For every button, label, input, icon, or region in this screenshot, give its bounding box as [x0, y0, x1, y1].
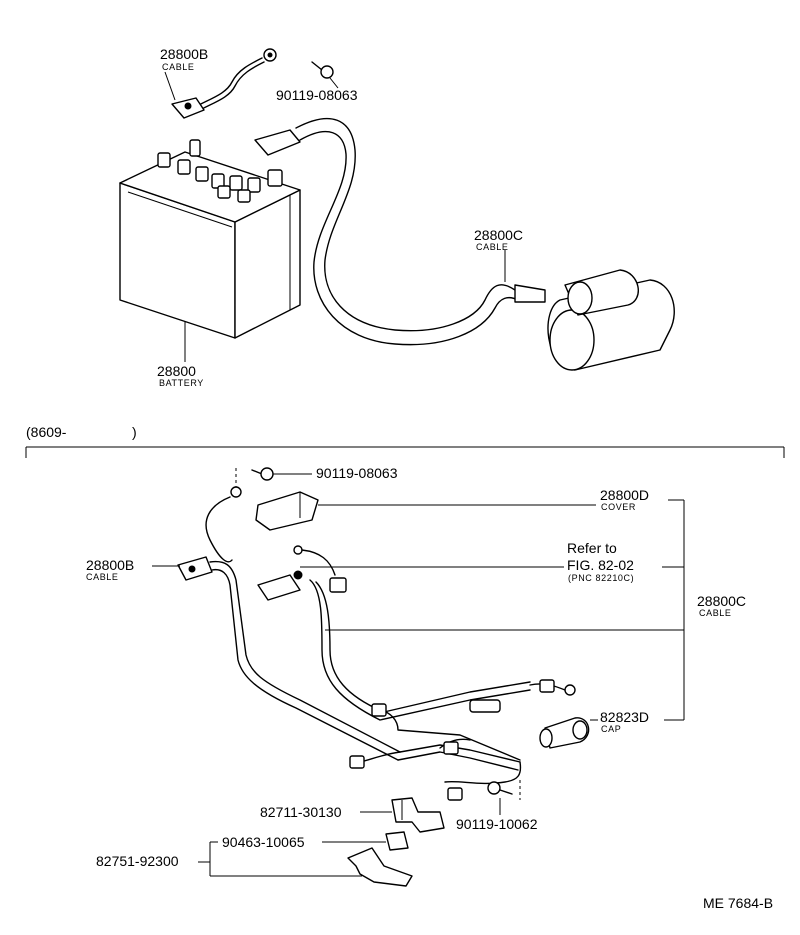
battery-illustration [119, 139, 301, 339]
label-battery-number: 28800 [157, 363, 196, 379]
label-cable-c-bottom-desc: CABLE [699, 608, 732, 618]
label-cable-b-top-number: 28800B [160, 46, 208, 62]
leader-cable-b-top [164, 71, 176, 101]
clamp-illustration [391, 797, 445, 833]
label-cover-number: 28800D [600, 487, 649, 503]
reference-line2: FIG. 82-02 [567, 557, 634, 573]
label-battery-desc: BATTERY [159, 378, 204, 388]
label-bracket-bolt-number: 90463-10065 [222, 834, 305, 850]
leader-bolt-top [329, 77, 339, 89]
group-bracket-28800c [325, 499, 685, 721]
cable-28800b-bottom-illustration [177, 486, 401, 761]
label-cable-b-bottom-number: 28800B [86, 557, 134, 573]
label-cable-b-top-desc: CABLE [162, 62, 195, 72]
label-cap-number: 82823D [600, 709, 649, 725]
label-cover-desc: COVER [601, 502, 636, 512]
label-bracket-number: 82751-92300 [96, 853, 179, 869]
cap-illustration [539, 717, 590, 749]
label-cap-desc: CAP [601, 724, 621, 734]
section-label: (8609- [26, 424, 67, 440]
drawing-id: ME 7684-B [703, 895, 773, 911]
bracket-illustration [347, 847, 413, 887]
cable-28800b-top-illustration [171, 48, 277, 119]
group-bracket-assembly [198, 841, 362, 877]
label-cable-c-top-number: 28800C [474, 227, 523, 243]
label-bolt-small-number: 90119-10062 [456, 816, 538, 832]
starter-motor-illustration [547, 269, 675, 371]
section-label-close: ) [132, 424, 137, 440]
label-bolt-top-number: 90119-08063 [276, 87, 358, 103]
label-clamp-number: 82711-30130 [260, 804, 342, 820]
label-cable-b-bottom-desc: CABLE [86, 572, 119, 582]
cable-28800c-bottom-illustration [257, 545, 576, 801]
cable-28800c-top-illustration [254, 118, 546, 346]
bolt-small-illustration [487, 780, 521, 800]
reference-line1: Refer to [567, 540, 617, 556]
bolt-top-illustration [311, 61, 334, 79]
label-cable-c-bottom-number: 28800C [697, 593, 746, 609]
bolt-bottom-illustration [235, 467, 274, 490]
battery-caps [157, 139, 283, 203]
bracket-bolt-illustration [385, 831, 409, 851]
label-bolt-bottom-number: 90119-08063 [316, 465, 398, 481]
cover-illustration [255, 491, 319, 531]
label-cable-c-top-desc: CABLE [476, 242, 509, 252]
reference-line3: (PNC 82210C) [568, 573, 634, 583]
